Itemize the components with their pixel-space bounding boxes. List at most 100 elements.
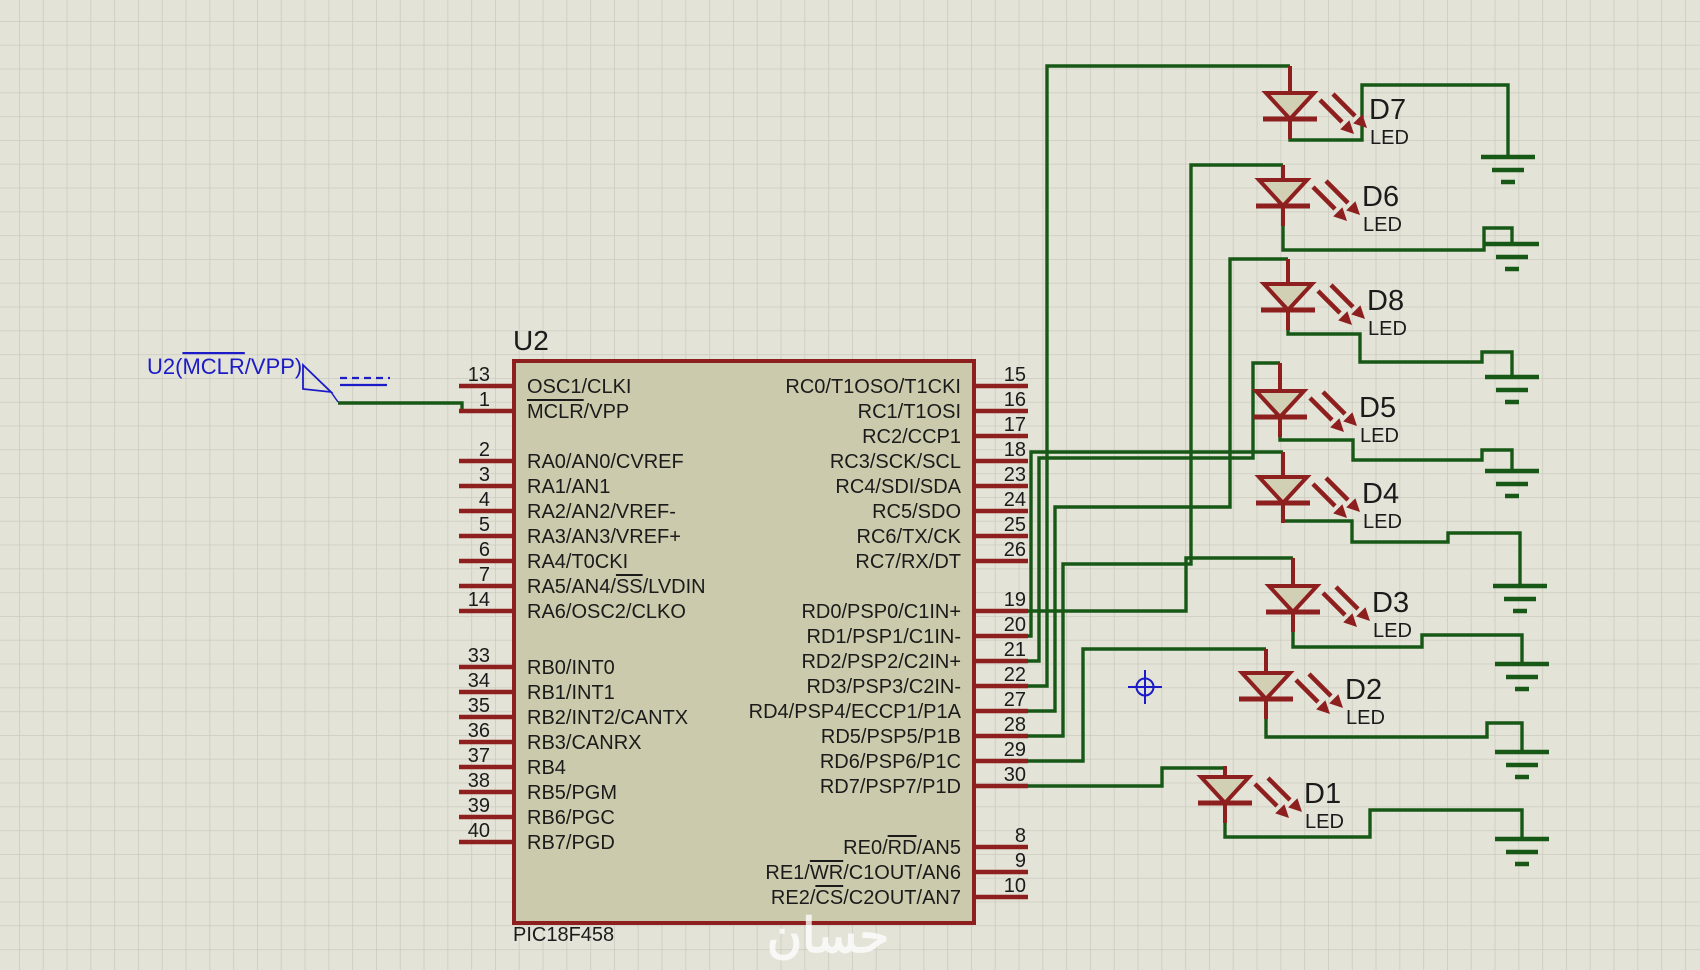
wire-rd5-to-d6[interactable] (1028, 163, 1283, 738)
ground-d1[interactable] (1495, 836, 1549, 867)
label-segment: RD2/PSP2/C2IN+ (801, 651, 961, 673)
pin-number-39: 39 (468, 795, 490, 817)
led-arrowhead-icon (1340, 120, 1354, 134)
label-segment: MCLR (182, 354, 244, 379)
wire-d3-gnd[interactable] (1291, 630, 1524, 665)
wire-d7-gnd[interactable] (1288, 83, 1510, 157)
led-arrowhead-icon (1353, 114, 1367, 128)
net-label-mclr[interactable]: U2(MCLR/VPP) (147, 354, 390, 403)
label-segment: RB4 (527, 757, 566, 779)
wire-rd7-to-d1[interactable] (1028, 766, 1225, 788)
label-segment: RD5/PSP5/P1B (821, 726, 961, 748)
led-type-label: LED (1363, 511, 1402, 533)
pin-label-36: RB3/CANRX (527, 732, 641, 754)
wire-d4-gnd[interactable] (1281, 519, 1522, 587)
wire-rd0-to-d3[interactable] (1028, 556, 1293, 613)
wire-d5-gnd[interactable] (1278, 435, 1514, 472)
led-triangle[interactable] (1254, 475, 1312, 506)
wire-d8-gnd[interactable] (1286, 328, 1514, 378)
label-segment: RC2/CCP1 (862, 426, 961, 448)
label-segment: RE1/ (765, 862, 810, 884)
pin-number-21: 21 (1004, 639, 1026, 661)
chip-body[interactable] (512, 359, 976, 925)
led-arrowhead-icon (1288, 798, 1302, 812)
chip-part-label: PIC18F458 (513, 924, 614, 946)
led-type-label: LED (1368, 318, 1407, 340)
pin-number-6: 6 (479, 539, 490, 561)
wire-d6-gnd[interactable] (1281, 224, 1514, 252)
wire-d1-gnd[interactable] (1223, 808, 1524, 840)
led-arrow-icon (1311, 185, 1337, 211)
origin-crosshair-icon (1128, 670, 1162, 704)
ground-d6[interactable] (1485, 241, 1539, 272)
ground-d5[interactable] (1485, 468, 1539, 499)
led-arrowhead-icon (1343, 613, 1357, 627)
led-ref-label: D5 (1359, 392, 1396, 424)
pin-label-15: RC0/T1OSO/T1CKI (785, 376, 961, 398)
led-arrowhead-icon (1346, 201, 1360, 215)
net-label-text[interactable]: U2(MCLR/VPP) (147, 354, 302, 379)
pin-label-38: RB5/PGM (527, 782, 617, 804)
pin-number-13: 13 (468, 364, 490, 386)
label-segment: RB6/PGC (527, 807, 615, 829)
pin-number-16: 16 (1004, 389, 1026, 411)
pin-label-37: RB4 (527, 757, 566, 779)
led-triangle[interactable] (1264, 584, 1322, 615)
pin-number-15: 15 (1004, 364, 1026, 386)
wire-rd3-to-d7[interactable] (1028, 64, 1290, 688)
led-triangle[interactable] (1196, 775, 1254, 806)
chip-ref-label: U2 (513, 325, 549, 356)
led-ref-label: D4 (1362, 478, 1399, 510)
led-arrow-icon (1308, 396, 1334, 422)
led-triangle[interactable] (1251, 389, 1309, 420)
wire-d2-gnd[interactable] (1264, 719, 1524, 753)
wires-layer (338, 64, 1524, 840)
led-triangle[interactable] (1254, 178, 1312, 209)
led-triangle[interactable] (1261, 91, 1319, 122)
led-triangle[interactable] (1259, 282, 1317, 313)
ground-d3[interactable] (1495, 661, 1549, 692)
label-segment: WR (810, 862, 843, 884)
label-segment: RD (888, 837, 917, 859)
wire-rd1-to-d4[interactable] (1028, 450, 1283, 638)
ground-d8[interactable] (1485, 374, 1539, 405)
pin-label-13: OSC1/CLKI (527, 376, 631, 398)
label-segment: RD6/PSP6/P1C (820, 751, 961, 773)
ground-d4[interactable] (1493, 583, 1547, 614)
label-segment: RC4/SDI/SDA (835, 476, 961, 498)
wire-rd4-to-d8[interactable] (1028, 257, 1288, 713)
led-arrow-icon (1329, 283, 1355, 309)
pin-label-24: RC5/SDO (872, 501, 961, 523)
wire-rd6-to-d2[interactable] (1028, 647, 1266, 763)
led-ref-label: D6 (1362, 181, 1399, 213)
led-triangle[interactable] (1237, 671, 1295, 702)
led-arrow-icon (1307, 672, 1333, 698)
ground-d2[interactable] (1495, 749, 1549, 780)
pin-number-30: 30 (1004, 764, 1026, 786)
wire-rd2-to-d5[interactable] (1028, 361, 1280, 663)
label-segment: RC1/T1OSI (858, 401, 961, 423)
pin-number-33: 33 (468, 645, 490, 667)
label-segment: RA6/OSC2/CLKO (527, 601, 686, 623)
pin-number-24: 24 (1004, 489, 1026, 511)
pin-label-28: RD5/PSP5/P1B (821, 726, 961, 748)
label-segment: RB5/PGM (527, 782, 617, 804)
wire-mclr[interactable] (338, 401, 464, 411)
ground-d7[interactable] (1481, 154, 1535, 185)
net-label-pointer-icon (330, 391, 339, 403)
led-arrow-icon (1294, 678, 1320, 704)
pin-number-26: 26 (1004, 539, 1026, 561)
led-arrow-icon (1334, 585, 1360, 611)
pin-number-2: 2 (479, 439, 490, 461)
led-arrowhead-icon (1343, 412, 1357, 426)
led-ref-label: D8 (1367, 285, 1404, 317)
pin-label-14: RA6/OSC2/CLKO (527, 601, 686, 623)
